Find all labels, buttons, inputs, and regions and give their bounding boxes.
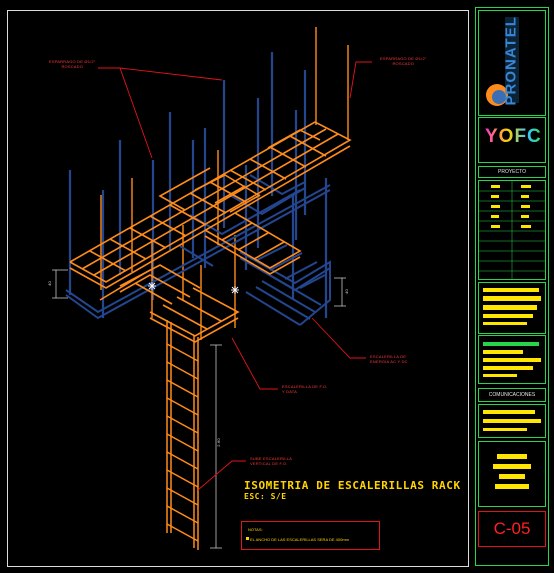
- company-name: PRONATEL: [502, 16, 520, 106]
- label-threaded-rod-left: ESPARRAGO DE Ø1/2" ROSCADO: [49, 59, 96, 69]
- sheet-title-cell: [478, 441, 546, 507]
- orange-rods: [100, 27, 349, 340]
- label-threaded-rod-right: ESPARRAGO DE Ø1/2" ROSCADO: [380, 56, 427, 66]
- label-vertical-riser: SUBE ESCALERILLA VERTICAL DE F.O.: [250, 456, 293, 466]
- client-logo-cell: YOFC: [478, 117, 546, 163]
- drawing-title: ISOMETRIA DE ESCALERILLAS RACK: [244, 479, 461, 492]
- client-logo: YOFC: [485, 126, 542, 147]
- energy-tray-blue: [65, 174, 331, 326]
- vertical-riser-ladder: [166, 320, 199, 550]
- drawing-border: [7, 10, 469, 567]
- data-tray-orange: [69, 121, 352, 343]
- sheet-description-cell: [478, 404, 546, 438]
- designer-info-cell: [478, 282, 546, 334]
- dimension-left: 40: [46, 281, 52, 286]
- project-info-table: [478, 180, 546, 280]
- pronatel-logo-icon: [486, 17, 519, 106]
- note-bullet-icon: [246, 537, 249, 540]
- label-energy-tray: ESCALERILLA DE ENERGIA AC Y DC: [370, 354, 408, 364]
- specialty-header: COMUNICACIONES: [478, 388, 546, 402]
- sheet-code: C-05: [478, 511, 546, 547]
- project-table-grid: [479, 181, 545, 279]
- notes-body: EL ANCHO DE LAS ESCALERILLAS SERA DE 400…: [250, 537, 350, 542]
- project-header: PROYECTO: [478, 166, 546, 178]
- title-block: [475, 7, 549, 566]
- label-data-tray: ESCALERILLA DE F.O. Y DATA: [282, 384, 328, 394]
- dimension-lines: [52, 269, 346, 549]
- notes-box: NOTAS: EL ANCHO DE LAS ESCALERILLAS SERA…: [241, 521, 380, 550]
- node-markers: [148, 282, 239, 294]
- dimension-vertical: 2.60: [215, 438, 221, 447]
- notes-title: NOTAS:: [248, 527, 263, 532]
- company-logo-cell: PRONATEL: [478, 10, 546, 116]
- drawing-scale: ESC: S/E: [244, 492, 287, 501]
- revision-info-cell: [478, 335, 546, 384]
- leader-lines: [98, 61, 372, 491]
- dimension-right: 40: [343, 289, 349, 294]
